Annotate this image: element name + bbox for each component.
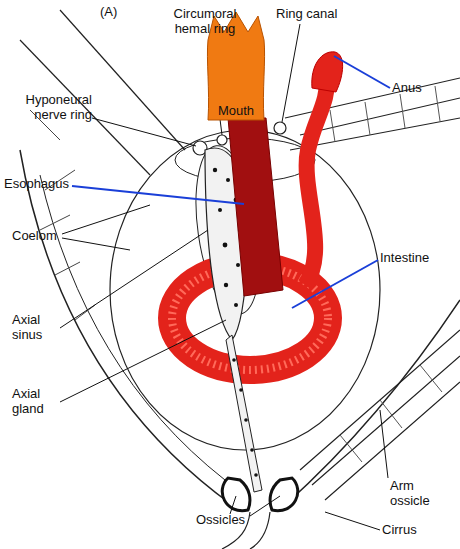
part-label: Circumoral hemal ring	[160, 6, 250, 36]
leader-line	[334, 56, 390, 88]
gland-spot	[244, 418, 248, 422]
leader-line	[325, 512, 380, 530]
hemal-ring	[217, 135, 227, 145]
part-label: Ring canal	[276, 6, 356, 21]
gland-spot	[250, 448, 254, 452]
leader-line	[292, 260, 378, 308]
leader-line	[282, 24, 300, 122]
esophagus	[228, 118, 283, 296]
part-label: Cirrus	[382, 522, 442, 537]
gland-spot	[239, 388, 243, 392]
gland-spot	[223, 243, 228, 248]
gland-spot	[232, 358, 236, 362]
part-label: Intestine	[380, 250, 450, 265]
ring-canal	[274, 122, 286, 134]
node-text: Mouth	[204, 103, 268, 118]
ossicle-segments	[30, 110, 95, 320]
axial-gland	[226, 335, 262, 492]
leader-line	[380, 410, 388, 478]
part-label: Ossicles	[196, 512, 266, 527]
gland-spot	[224, 283, 228, 287]
part-label: Hyponeural nerve ring	[6, 92, 92, 122]
intestine	[305, 78, 327, 285]
leader-line	[62, 205, 150, 250]
leader-line	[60, 320, 226, 402]
part-label: Coelom	[12, 228, 72, 243]
part-label: Anus	[392, 80, 442, 95]
ossicle	[222, 478, 250, 511]
gland-spot	[236, 263, 240, 267]
gland-spot	[254, 473, 258, 477]
arm-ossicle	[300, 330, 460, 500]
part-label: Axial sinus	[12, 312, 62, 342]
ossicle	[270, 478, 298, 511]
arm-outline	[60, 10, 185, 150]
ossicle-segments	[340, 365, 442, 462]
leader-line	[60, 230, 208, 328]
part-label: Arm ossicle	[390, 478, 450, 508]
part-label: (A)	[100, 4, 140, 19]
part-label: Esophagus	[4, 176, 84, 191]
gland-spot	[226, 178, 230, 182]
gland-spot	[213, 168, 217, 172]
gland-spot	[218, 208, 222, 212]
part-label: Axial gland	[12, 386, 62, 416]
gland-spot	[234, 303, 238, 307]
ossicle-segments	[330, 86, 440, 142]
leader-line	[92, 118, 196, 146]
leader-line	[72, 186, 244, 204]
